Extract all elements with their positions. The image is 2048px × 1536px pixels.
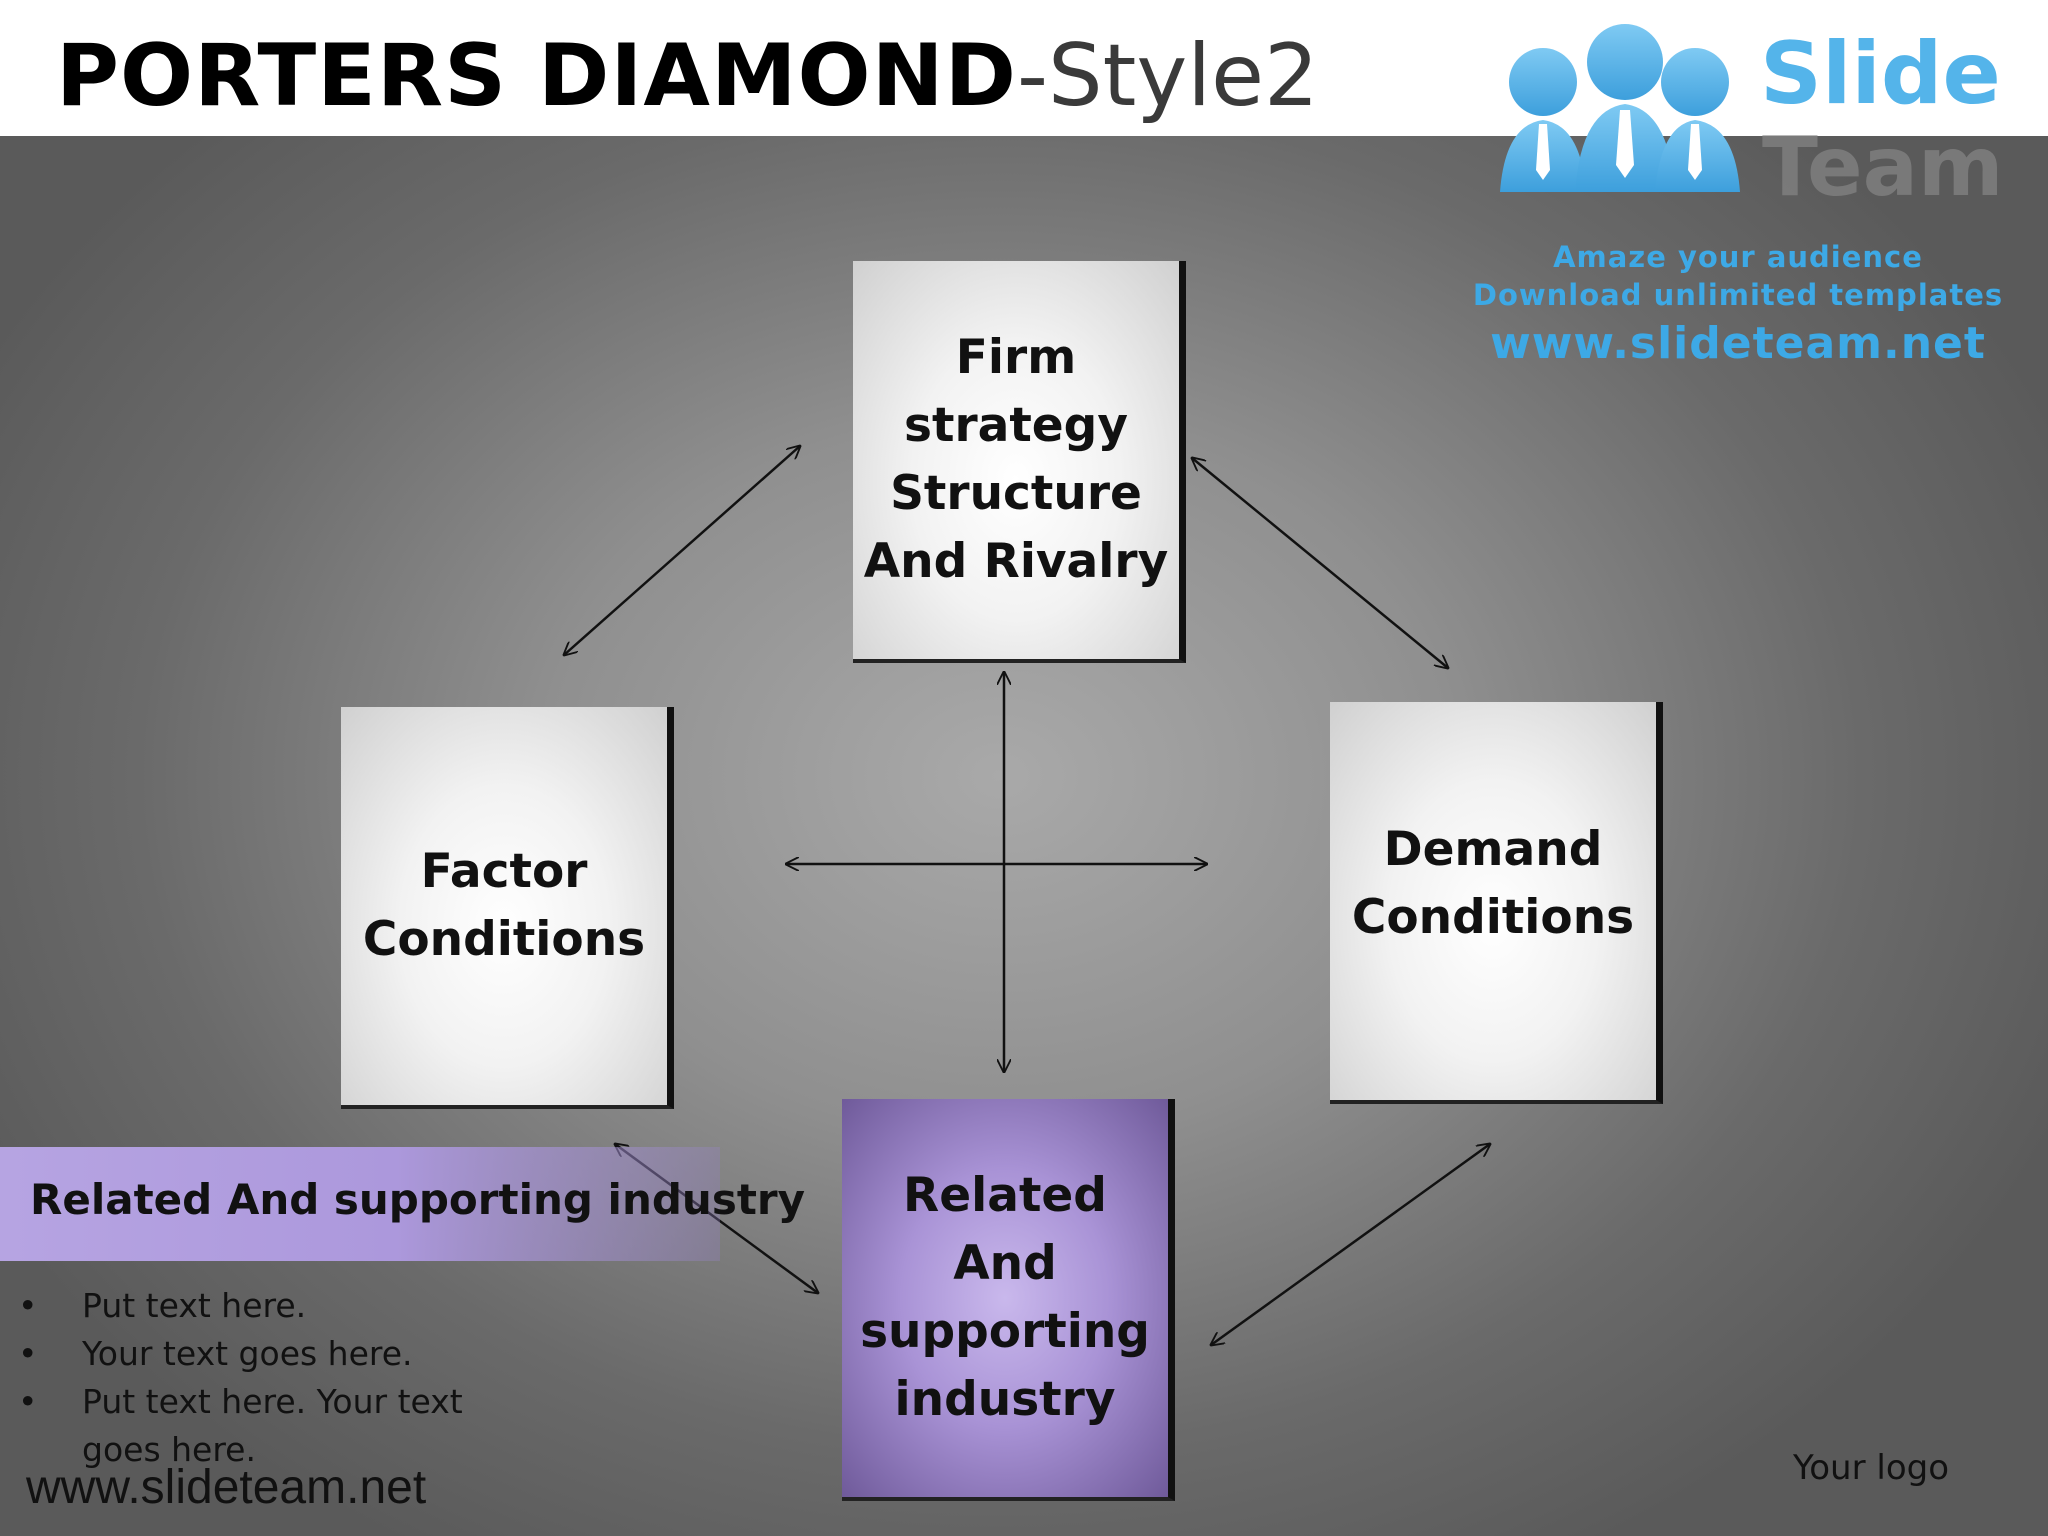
- bullet-text: Put text here.: [82, 1286, 307, 1325]
- arrow-bottom-right: [1211, 1144, 1490, 1345]
- arrow-top-right: [1192, 458, 1448, 668]
- box-text-line: Conditions: [1351, 890, 1635, 945]
- box-text-line: Firm: [955, 330, 1077, 385]
- title-bold: PORTERS DIAMOND: [56, 26, 1017, 126]
- bullet-dot: •: [18, 1334, 38, 1373]
- bullet-dot: •: [18, 1286, 38, 1325]
- box-text-line: Factor: [420, 844, 588, 899]
- logo-site-url: www.slideteam.net: [1490, 318, 1986, 369]
- box-text-line: strategy: [904, 398, 1128, 453]
- logo-word-slide: Slide: [1760, 24, 2001, 124]
- box-text-line: And: [953, 1236, 1057, 1291]
- box-text-line: Related: [903, 1168, 1107, 1223]
- page-title: PORTERS DIAMOND-Style2: [56, 26, 1319, 126]
- box-text-line: Conditions: [362, 912, 646, 967]
- logo-word-team: Team: [1762, 120, 2004, 215]
- box-related-supporting: Related And supporting industry: [842, 1099, 1175, 1501]
- logo-tagline-2: Download unlimited templates: [1472, 278, 2004, 312]
- list-item: • Put text here. Your text goes here.: [14, 1378, 494, 1474]
- box-factor-conditions: Factor Conditions: [341, 707, 674, 1109]
- people-logo-icon: [1500, 24, 1740, 192]
- box-firm-strategy-text: Firm strategy Structure And Rivalry: [864, 324, 1168, 596]
- box-text-line: industry: [894, 1372, 1116, 1427]
- list-item: • Your text goes here.: [14, 1330, 494, 1378]
- box-text-line: And Rivalry: [863, 534, 1169, 589]
- box-demand-conditions-text: Demand Conditions: [1352, 816, 1634, 952]
- logo-tagline-1: Amaze your audience: [1553, 240, 1923, 274]
- bullet-text: Your text goes here.: [82, 1334, 413, 1373]
- bullet-dot: •: [18, 1382, 38, 1421]
- box-related-supporting-text: Related And supporting industry: [860, 1162, 1150, 1434]
- logo-placeholder: Your logo: [1793, 1448, 1950, 1488]
- sidebar-title-bar: [0, 1147, 720, 1261]
- sidebar-title: Related And supporting industry: [30, 1175, 805, 1224]
- footer-url: www.slideteam.net: [26, 1461, 427, 1514]
- box-firm-strategy: Firm strategy Structure And Rivalry: [853, 261, 1186, 663]
- box-factor-conditions-text: Factor Conditions: [363, 838, 645, 974]
- box-text-line: supporting: [860, 1304, 1150, 1359]
- bullet-text: Put text here. Your text goes here.: [82, 1382, 463, 1469]
- box-text-line: Structure: [890, 466, 1142, 521]
- title-light: -Style2: [1017, 26, 1319, 126]
- bullet-list: • Put text here. • Your text goes here. • P…: [14, 1282, 494, 1474]
- list-item: • Put text here.: [14, 1282, 494, 1330]
- arrow-top-left: [564, 446, 800, 655]
- box-text-line: Demand: [1383, 822, 1603, 877]
- box-demand-conditions: Demand Conditions: [1330, 702, 1663, 1104]
